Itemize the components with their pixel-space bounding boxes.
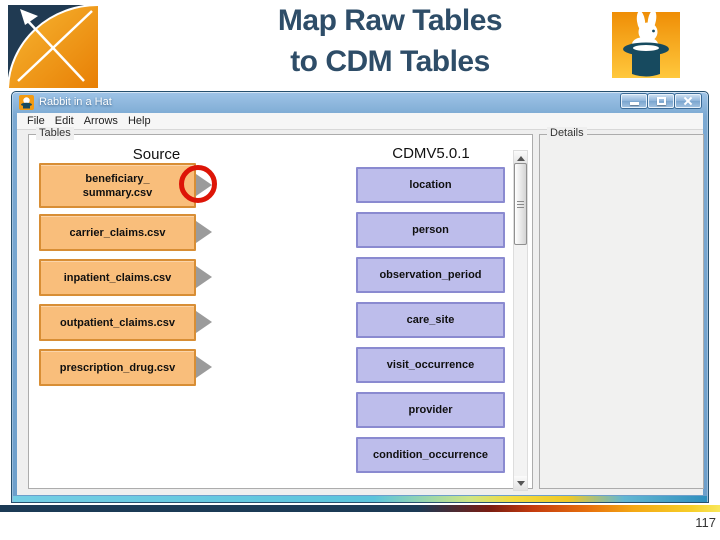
slide-accent-bar bbox=[0, 505, 720, 512]
source-table-label: summary.csv bbox=[82, 186, 153, 199]
menu-item-file[interactable]: File bbox=[27, 115, 45, 127]
details-panel-label: Details bbox=[547, 127, 587, 140]
rabbit-logo bbox=[612, 10, 680, 78]
details-panel: Details bbox=[539, 127, 704, 489]
annotation-red-circle bbox=[179, 165, 217, 203]
thumb-grip bbox=[517, 200, 524, 202]
maximize-icon bbox=[656, 97, 666, 105]
cdm-table-location[interactable]: location bbox=[356, 167, 505, 203]
cdm-table-observation-period[interactable]: observation_period bbox=[356, 257, 505, 293]
vertical-scrollbar[interactable] bbox=[513, 150, 528, 491]
source-table-prescription-drug[interactable]: prescription_drug.csv bbox=[39, 349, 196, 386]
window-frame-bottom bbox=[13, 496, 707, 502]
scroll-up-button[interactable] bbox=[514, 151, 527, 165]
menu-item-help[interactable]: Help bbox=[127, 115, 151, 127]
source-table-inpatient-claims[interactable]: inpatient_claims.csv bbox=[39, 259, 196, 296]
cdm-table-condition-occurrence[interactable]: condition_occurrence bbox=[356, 437, 505, 473]
brand-logo bbox=[7, 4, 99, 89]
scroll-down-button[interactable] bbox=[514, 476, 527, 490]
page-title-line2: to CDM Tables bbox=[290, 45, 490, 78]
source-table-outpatient-claims[interactable]: outpatient_claims.csv bbox=[39, 304, 196, 341]
source-table-beneficiary-summary[interactable]: beneficiary_ summary.csv bbox=[39, 163, 196, 208]
menu-item-arrows[interactable]: Arrows bbox=[83, 115, 118, 127]
triangle-down-icon bbox=[516, 480, 525, 486]
menu-item-edit[interactable]: Edit bbox=[54, 115, 74, 127]
source-column-header: Source bbox=[132, 146, 181, 163]
page-title-line1: Map Raw Tables bbox=[277, 4, 503, 37]
cdm-table-person[interactable]: person bbox=[356, 212, 505, 248]
close-icon bbox=[683, 96, 693, 106]
scrollbar-thumb[interactable] bbox=[514, 163, 527, 245]
triangle-up-icon bbox=[516, 155, 525, 161]
menu-bar: File Edit Arrows Help bbox=[17, 113, 703, 130]
source-table-label: prescription_drug.csv bbox=[59, 361, 176, 374]
thumb-grip bbox=[517, 206, 524, 208]
thumb-grip bbox=[517, 203, 524, 205]
window-rabbit-icon bbox=[19, 95, 34, 110]
window-titlebar[interactable]: Rabbit in a Hat bbox=[12, 92, 708, 113]
minimize-icon bbox=[629, 102, 639, 105]
source-table-label: outpatient_claims.csv bbox=[60, 316, 175, 329]
window-content: Tables Source CDMV5.0.1 beneficiary_ sum… bbox=[17, 127, 704, 495]
page-number: 117 bbox=[695, 515, 716, 530]
tables-panel-label: Tables bbox=[36, 127, 74, 140]
source-table-carrier-claims[interactable]: carrier_claims.csv bbox=[39, 214, 196, 251]
rabbit-in-hat-logo-icon bbox=[612, 10, 680, 78]
cdm-table-care-site[interactable]: care_site bbox=[356, 302, 505, 338]
page-title: Map Raw Tables to CDM Tables bbox=[200, 0, 580, 82]
cdm-column-header: CDMV5.0.1 bbox=[392, 145, 470, 162]
mapping-arrow-stub-icon[interactable] bbox=[196, 311, 212, 333]
window-controls bbox=[620, 94, 701, 108]
minimize-button[interactable] bbox=[621, 94, 647, 108]
mapping-arrow-stub-icon[interactable] bbox=[196, 266, 212, 288]
tables-panel: Tables Source CDMV5.0.1 beneficiary_ sum… bbox=[28, 127, 533, 491]
cdm-table-provider[interactable]: provider bbox=[356, 392, 505, 428]
close-button[interactable] bbox=[675, 94, 701, 108]
app-window: Rabbit in a Hat File Edit Arrows Help Ta… bbox=[11, 91, 709, 503]
maximize-button[interactable] bbox=[648, 94, 674, 108]
source-table-label: carrier_claims.csv bbox=[69, 226, 166, 239]
crossed-arrows-logo-icon bbox=[7, 4, 99, 89]
source-table-label: beneficiary_ bbox=[85, 172, 150, 185]
mapping-arrow-stub-icon[interactable] bbox=[196, 356, 212, 378]
window-title: Rabbit in a Hat bbox=[39, 96, 112, 108]
mapping-arrow-stub-icon[interactable] bbox=[196, 221, 212, 243]
source-table-label: inpatient_claims.csv bbox=[63, 271, 172, 284]
cdm-table-visit-occurrence[interactable]: visit_occurrence bbox=[356, 347, 505, 383]
